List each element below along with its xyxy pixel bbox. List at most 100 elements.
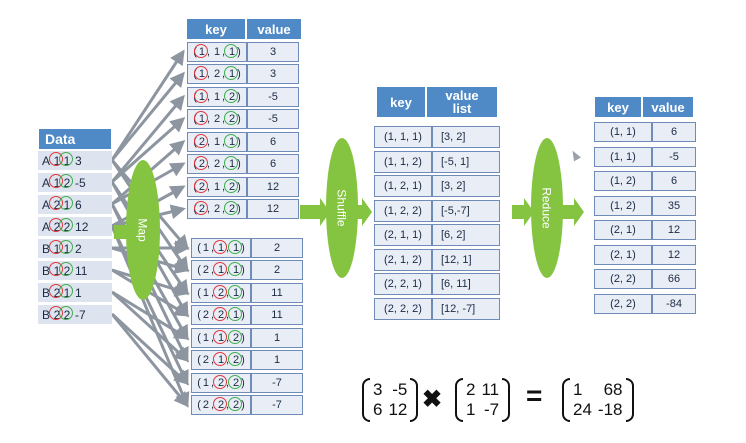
map-key-cell: (2,2,1) — [191, 304, 251, 325]
matrix-c-right-bracket — [625, 378, 634, 422]
reduce-key-cell: (1, 2) — [594, 195, 652, 216]
key-token: 1 — [193, 89, 208, 103]
map-value-cell: -5 — [247, 108, 299, 129]
key-token: 1 — [202, 242, 209, 254]
key-token: 2 — [224, 200, 239, 215]
matrix-c-cell: -18 — [597, 400, 623, 419]
map-arrow — [111, 117, 186, 184]
key-token: 2 — [224, 110, 239, 125]
map-value-cell: 12 — [247, 198, 299, 219]
entry-value: -5 — [75, 175, 86, 190]
key-token: 2 — [213, 306, 227, 321]
shuffle-list-cell: [-5,-7] — [432, 199, 500, 222]
key-token: 2 — [193, 200, 208, 215]
map-key-cell: (1,2,1) — [191, 283, 251, 303]
map-key-header: key — [186, 18, 246, 40]
reduce-stage: Reduce — [531, 138, 563, 278]
comma: , — [206, 202, 210, 215]
col-index: 2 — [59, 173, 74, 190]
key-token: 1 — [213, 240, 227, 254]
entry-value: 12 — [75, 219, 89, 234]
key-token: 1 — [213, 181, 221, 193]
map-arrow — [111, 290, 190, 340]
key-token: 2 — [213, 375, 227, 389]
matrix-c-cell: 24 — [573, 400, 592, 419]
matrix-a-cell: 6 — [373, 400, 383, 419]
key-token: 1 — [228, 306, 243, 321]
key-token: 1 — [193, 44, 208, 58]
shuffle-value-list-header: value list — [426, 86, 498, 118]
shuffle-key-cell: (1, 2, 2) — [374, 199, 432, 222]
reduce-key-cell: (2, 1) — [594, 220, 652, 240]
comma: , — [206, 157, 210, 170]
key-token: 2 — [202, 308, 209, 321]
map-value-cell: 3 — [247, 42, 299, 62]
flow-arrow — [512, 198, 534, 226]
matrix-a-right-bracket — [410, 378, 419, 422]
reduce-stage-label: Reduce — [540, 187, 554, 229]
map-key-cell: (1,2,2) — [187, 108, 247, 129]
comma: , — [222, 136, 226, 148]
map-value-cell: -5 — [247, 87, 299, 107]
col-index: 2 — [59, 305, 74, 322]
paren: ( — [197, 308, 201, 321]
reduce-value-cell: 12 — [652, 244, 696, 265]
map-value-cell: 6 — [247, 132, 299, 152]
reduce-key-cell: (1, 2) — [594, 171, 652, 191]
comma: , — [222, 112, 226, 125]
paren: ) — [237, 136, 241, 148]
map-key-cell: (2,2,2) — [187, 198, 247, 219]
paren: ) — [237, 46, 241, 58]
entry-value: 6 — [75, 197, 82, 212]
flow-arrow — [300, 198, 330, 226]
comma: , — [210, 398, 214, 411]
shuffle-key-cell: (2, 1, 1) — [374, 224, 432, 246]
matrix-name: B — [42, 285, 51, 300]
reduce-value-cell: 66 — [652, 269, 696, 289]
key-token: 2 — [224, 179, 239, 193]
map-value-header: value — [246, 18, 302, 40]
reduce-key-cell: (2, 2) — [594, 293, 652, 314]
shuffle-list-cell: [-5, 1] — [432, 150, 500, 173]
reduce-value-header: value — [642, 96, 694, 118]
comma: , — [222, 157, 226, 170]
shuffle-key-cell: (2, 2, 2) — [374, 297, 432, 320]
comma: , — [206, 91, 210, 103]
matrix-name: B — [42, 241, 51, 256]
comma: , — [206, 112, 210, 125]
shuffle-stage: Shuffle — [326, 138, 358, 278]
key-token: 2 — [193, 155, 208, 170]
comma: , — [222, 202, 226, 215]
comma: , — [222, 46, 226, 58]
map-value-cell: 12 — [247, 177, 299, 197]
matrix-name: A — [42, 219, 51, 234]
shuffle-key-cell: (1, 1, 1) — [374, 126, 432, 148]
map-arrow — [110, 94, 185, 183]
paren: ) — [237, 202, 241, 215]
matrix-name: A — [42, 153, 51, 168]
matrix-b-right-bracket — [502, 378, 511, 422]
shuffle-key-header: key — [376, 86, 426, 118]
matrix-b-cell: 2 — [466, 380, 476, 399]
map-key-cell: (1,1,2) — [191, 328, 251, 348]
paren: ) — [241, 332, 245, 344]
paren: ( — [197, 398, 201, 411]
key-token: 1 — [228, 261, 243, 276]
paren: ) — [241, 353, 245, 366]
key-token: 1 — [224, 65, 239, 80]
comma: , — [210, 353, 214, 366]
key-token: 1 — [202, 332, 209, 344]
comma: , — [206, 136, 210, 148]
matrix-name: A — [42, 197, 51, 212]
key-token: 1 — [228, 285, 243, 299]
paren: ) — [241, 287, 245, 299]
key-token: 2 — [213, 285, 227, 299]
col-index: 1 — [59, 283, 74, 300]
equals-sign: = — [526, 380, 543, 411]
shuffle-list-cell: [6, 11] — [432, 273, 500, 295]
key-token: 1 — [224, 134, 239, 148]
